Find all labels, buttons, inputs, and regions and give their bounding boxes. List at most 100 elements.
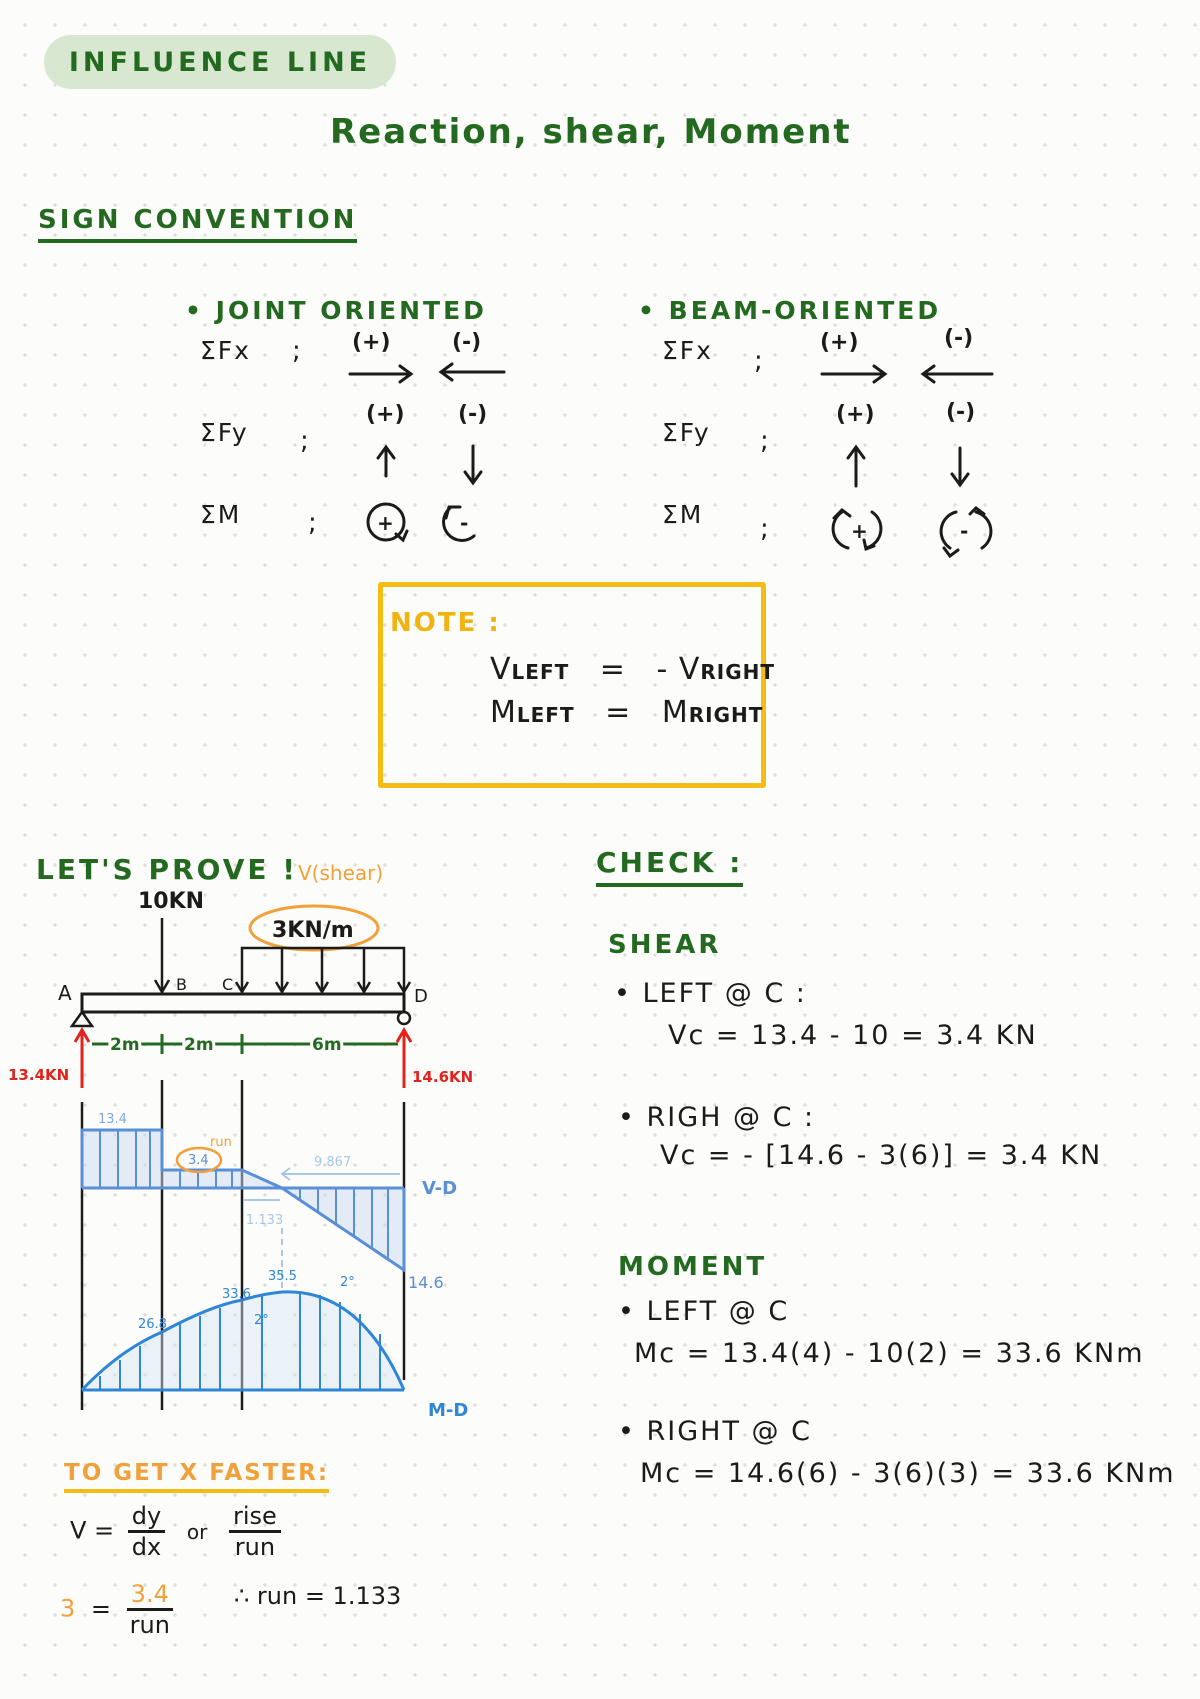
beam-diagram: V(shear) 3KN/m 10KN A B C D 2m 2m 6m 13.… <box>8 861 473 1420</box>
page-title: INFLUENCE LINE <box>68 46 372 78</box>
beam-m-pos: + <box>851 519 868 543</box>
beam-fx-sep: ; <box>754 346 763 376</box>
reaction-arrows <box>73 1027 413 1088</box>
formula-val: 3.4 <box>126 1580 173 1611</box>
joint-m-label: ΣM <box>200 500 242 529</box>
formula-row: V = dy dx or rise run <box>70 1502 281 1561</box>
formula-run-2: run <box>129 1611 170 1639</box>
shear-heading: SHEAR <box>608 930 722 960</box>
moment-left-equation: Mc = 13.4(4) - 10(2) = 33.6 KNm <box>634 1338 1145 1369</box>
sfd-value-2: 3.4 <box>188 1153 209 1168</box>
bmd-value-1: 26.8 <box>138 1317 167 1332</box>
formula-val-run: 3.4 run <box>126 1580 173 1639</box>
span-bc: 2m <box>184 1035 214 1055</box>
beam <box>80 992 406 1014</box>
shear-note: V(shear) <box>298 861 383 885</box>
sign-convention-heading: SIGN CONVENTION <box>38 205 358 243</box>
note-m-right-sub: RIGHT <box>688 703 764 727</box>
formula-row-2: 3 = 3.4 run <box>60 1580 173 1639</box>
beam-fx-neg: (-) <box>944 326 974 351</box>
note-v-right-sub: RIGHT <box>700 660 776 684</box>
joint-fy-neg: (-) <box>458 402 488 427</box>
joint-m-pos: + <box>377 511 394 535</box>
shear-left-equation: Vc = 13.4 - 10 = 3.4 KN <box>668 1020 1038 1051</box>
span-cd: 6m <box>312 1035 342 1055</box>
note-label: NOTE : <box>390 608 501 638</box>
shear-left-label: • LEFT @ C : <box>614 978 807 1009</box>
note-m-left-sub: LEFT <box>516 703 575 727</box>
formula-result: ∴ run = 1.133 <box>234 1582 402 1610</box>
check-heading: CHECK : <box>596 846 744 887</box>
sfd-value-4: 14.6 <box>408 1273 444 1292</box>
formula-dy: dy <box>127 1502 166 1533</box>
span-ab: 2m <box>110 1035 140 1055</box>
beam-fx-label: ΣFx <box>662 336 713 365</box>
sfd-run-note: run <box>210 1135 232 1150</box>
faster-heading: TO GET X FASTER: <box>64 1460 330 1493</box>
formula-dx: dx <box>131 1533 162 1561</box>
note-equals-1: = <box>599 652 626 687</box>
note-line-2: MLEFT = MRIGHT <box>490 695 763 730</box>
beam-fy-neg: (-) <box>946 400 976 425</box>
bmd-degree-2: 2° <box>340 1275 355 1290</box>
beam-fy-pos: (+) <box>836 402 875 427</box>
joint-fy-label: ΣFy <box>200 418 249 447</box>
note-m-left: M <box>490 695 517 730</box>
formula-v: V = <box>70 1516 115 1545</box>
span-lines <box>92 1034 398 1054</box>
formula-three: 3 <box>60 1594 76 1623</box>
beam-m-sep: ; <box>760 514 769 544</box>
joint-fx-neg: (-) <box>452 330 482 355</box>
bmd-degree-1: 2° <box>254 1313 269 1328</box>
joint-fx-pos: (+) <box>352 330 391 355</box>
joint-fx-label: ΣFx <box>200 336 251 365</box>
point-c: C <box>222 975 233 994</box>
sfd-run-value: 1.133 <box>246 1213 283 1228</box>
lets-prove-heading: LET'S PROVE ! <box>36 853 299 886</box>
moment-heading: MOMENT <box>618 1252 768 1282</box>
note-m-right: M <box>661 695 689 730</box>
reaction-left: 13.4KN <box>8 1066 69 1084</box>
shear-right-label: • RIGH @ C : <box>618 1102 816 1133</box>
page-subtitle: Reaction, shear, Moment <box>330 112 852 152</box>
bmd-value-3: 35.5 <box>268 1269 297 1284</box>
sfd-value-3: 9.867 <box>314 1155 351 1170</box>
beam-m-label: ΣM <box>662 500 704 529</box>
sign-convention-arrows: + - + - <box>348 362 994 559</box>
formula-eq: = <box>90 1594 112 1623</box>
formula-rise-run: rise run <box>228 1502 281 1561</box>
point-b: B <box>176 975 187 994</box>
beam-fx-pos: (+) <box>820 330 859 355</box>
bmd-value-2: 33.6 <box>222 1287 251 1302</box>
joint-oriented-heading: • JOINT ORIENTED <box>185 296 487 325</box>
note-v-right: - V <box>656 652 701 687</box>
note-box <box>378 582 766 788</box>
point-d: D <box>414 986 428 1007</box>
beam-fy-sep: ; <box>760 426 769 456</box>
moment-diagram <box>80 1252 406 1392</box>
joint-fx-sep: ; <box>292 336 301 366</box>
dist-load-arrows <box>234 946 412 995</box>
shear-right-equation: Vc = - [14.6 - 3(6)] = 3.4 KN <box>660 1140 1103 1171</box>
moment-right-label: • RIGHT @ C <box>618 1416 812 1447</box>
joint-m-sep: ; <box>308 508 317 538</box>
reaction-right: 14.6KN <box>412 1068 473 1086</box>
formula-dydx: dy dx <box>127 1502 166 1561</box>
supports <box>69 1009 412 1028</box>
moment-right-equation: Mc = 14.6(6) - 3(6)(3) = 33.6 KNm <box>640 1458 1176 1489</box>
formula-run: run <box>234 1533 276 1561</box>
point-load-arrow <box>153 918 171 995</box>
beam-fy-label: ΣFy <box>662 418 711 447</box>
moment-left-label: • LEFT @ C <box>618 1296 790 1327</box>
beam-oriented-heading: • BEAM-ORIENTED <box>638 296 942 325</box>
beam-m-neg: - <box>960 519 968 543</box>
point-load-label: 10KN <box>138 889 204 914</box>
joint-fy-sep: ; <box>300 426 309 456</box>
bmd-label: M-D <box>428 1400 468 1420</box>
note-v-left: V <box>490 652 512 687</box>
joint-m-neg: - <box>460 511 468 535</box>
sfd-value-1: 13.4 <box>98 1112 127 1127</box>
note-line-1: VLEFT = - VRIGHT <box>490 652 775 687</box>
dist-load-oval <box>248 904 380 952</box>
formula-rise: rise <box>228 1502 281 1533</box>
